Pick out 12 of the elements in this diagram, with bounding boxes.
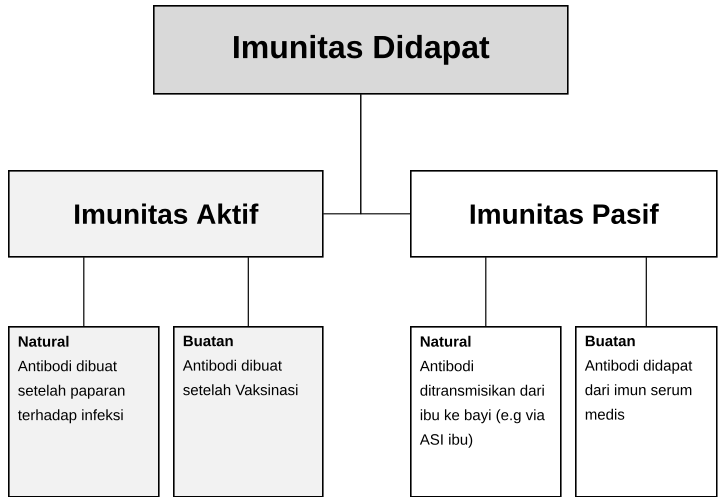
connector-line (360, 94, 410, 214)
connector-line (248, 258, 249, 326)
title-box: Imunitas Didapat (153, 5, 569, 95)
description-box: Natural Antibodi dibuat setelah paparan terhadap infeksi (8, 326, 160, 497)
category-box: Imunitas Pasif (410, 170, 718, 258)
connector-line (83, 258, 84, 326)
connector-line (646, 258, 647, 326)
description-box: Natural Antibodi ditransmisikan dari ibu ke bayi (e.g via ASI ibu) (410, 326, 562, 497)
description-box: Buatan Antibodi dibuat setelah Vaksinasi (173, 326, 324, 497)
description-box: Buatan Antibodi didapat dari imun serum medis (575, 326, 718, 497)
category-box: Imunitas Aktif (8, 170, 324, 258)
connector-line (485, 258, 486, 326)
